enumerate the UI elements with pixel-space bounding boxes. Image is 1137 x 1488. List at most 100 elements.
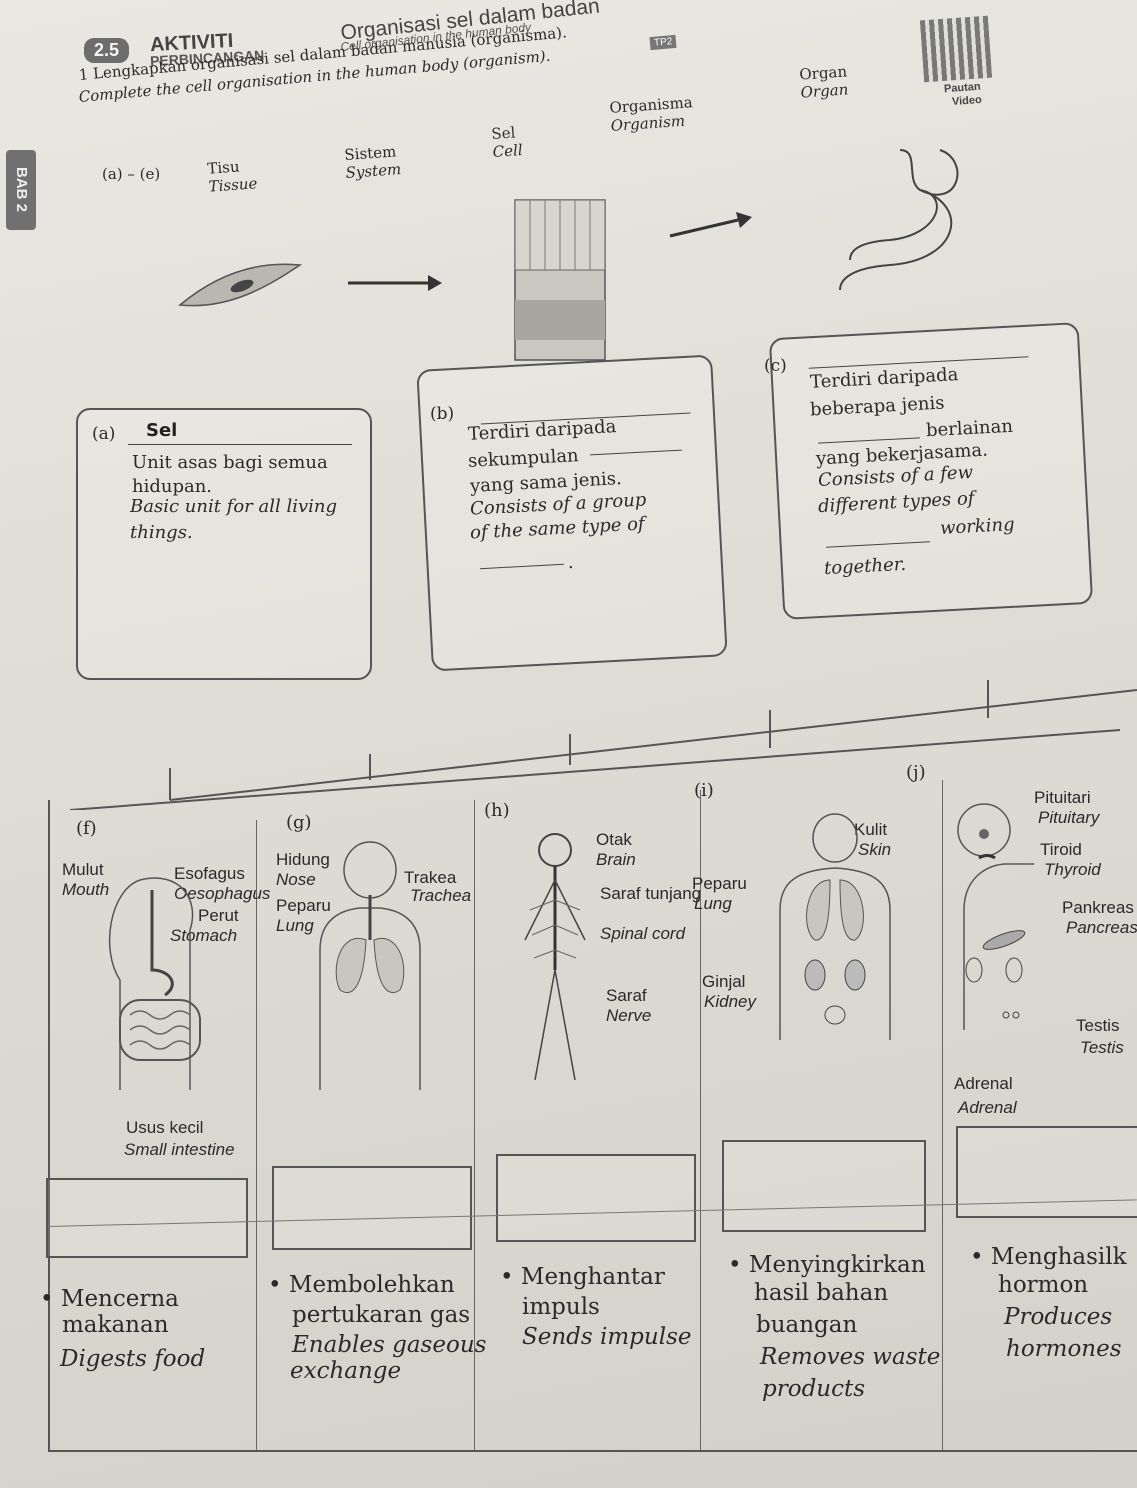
function-g-en2: exchange <box>290 1358 402 1384</box>
endocrine-system-illustration <box>957 803 1034 1030</box>
box-c-en-line3: working <box>939 514 1016 539</box>
excretory-system-illustration <box>779 813 891 1040</box>
column-divider <box>942 780 943 1450</box>
function-h: • Menghantar impuls Sends impulse <box>500 1264 692 1350</box>
part-brain-ms: Otak <box>596 830 632 849</box>
word-bank-organ: Organ Organ <box>799 62 849 101</box>
word-en: Organ <box>800 80 849 102</box>
part-mouth-en: Mouth <box>62 880 110 899</box>
box-a-en-line1: Basic unit for all living <box>130 496 337 517</box>
part-pancreas-ms: Pankreas <box>1062 898 1134 917</box>
part-small-intestine-en: Small intestine <box>124 1140 235 1159</box>
stomach-organ-illustration <box>839 149 959 291</box>
function-j-en2: hormones <box>1006 1336 1122 1362</box>
part-nose-ms: Hidung <box>276 850 330 869</box>
answer-box-h[interactable] <box>496 1154 696 1242</box>
part-spinal-cord-ms: Saraf tunjang <box>600 884 702 903</box>
part-brain-en: Brain <box>596 850 636 869</box>
word-bank-organisma: Organisma Organism <box>609 93 695 135</box>
organisation-illustrations <box>178 149 959 361</box>
part-trachea-en: Trachea <box>410 886 472 905</box>
function-h-en1: Sends impulse <box>522 1324 692 1350</box>
part-kidney-en: Kidney <box>704 992 756 1011</box>
tissue-block-illustration <box>514 199 606 361</box>
part-adrenal-en: Adrenal <box>958 1098 1017 1117</box>
part-adrenal-ms: Adrenal <box>954 1074 1013 1093</box>
answer-box-j[interactable] <box>956 1126 1137 1218</box>
box-a-ms-line2: hidupan. <box>132 476 213 497</box>
part-kidney-ms: Ginjal <box>702 972 746 991</box>
part-mouth-ms: Mulut <box>62 860 104 879</box>
function-j-ms1: • Menghasilk <box>970 1244 1127 1270</box>
part-oesophagus-ms: Esofagus <box>174 864 245 883</box>
part-lung-g-en: Lung <box>276 916 314 935</box>
part-testis-en: Testis <box>1080 1038 1124 1057</box>
answer-box-i[interactable] <box>722 1140 926 1232</box>
part-nerve-en: Nerve <box>606 1006 652 1025</box>
function-g-ms2: pertukaran gas <box>292 1302 471 1328</box>
part-testis-ms: Testis <box>1076 1016 1120 1035</box>
column-divider <box>474 800 475 1450</box>
function-g: • Membolehkan pertukaran gas Enables gas… <box>268 1272 486 1384</box>
answer-box-f[interactable] <box>46 1178 248 1258</box>
system-h-label: (h) <box>484 800 510 821</box>
function-h-ms2: impuls <box>522 1294 600 1320</box>
answer-range-label: (a) – (e) <box>102 165 161 183</box>
system-j-label: (j) <box>906 762 926 783</box>
part-lung-i-ms: Peparu <box>692 874 747 893</box>
box-c-label: (c) <box>764 356 787 376</box>
box-a-handwritten-answer: Sel <box>146 420 178 441</box>
function-g-ms1: • Membolehkan <box>268 1272 455 1298</box>
function-f-ms2: makanan <box>62 1312 169 1338</box>
function-f-en1: Digests food <box>60 1346 206 1372</box>
column-divider <box>256 820 257 1450</box>
box-a-en-line2: things. <box>130 522 193 543</box>
part-stomach-en: Stomach <box>170 926 238 945</box>
function-f: • Mencerna makanan Digests food <box>40 1286 205 1372</box>
function-i-ms2: hasil bahan <box>754 1280 889 1306</box>
qr-code[interactable] <box>919 15 993 83</box>
part-thyroid-ms: Tiroid <box>1040 840 1082 859</box>
part-trachea-ms: Trakea <box>404 868 457 887</box>
part-nose-en: Nose <box>276 870 316 889</box>
box-a-ms-line1: Unit asas bagi semua <box>132 452 328 473</box>
system-f-label: (f) <box>76 818 97 839</box>
part-small-intestine-ms: Usus kecil <box>126 1118 204 1137</box>
systems-panel <box>48 800 1137 1452</box>
system-bracket-lines <box>69 680 1137 810</box>
chapter-side-tab: BAB 2 <box>6 150 36 230</box>
nervous-system-illustration <box>524 833 586 1081</box>
function-i-en2: products <box>762 1376 866 1402</box>
answer-box-g[interactable] <box>272 1166 472 1250</box>
box-a-answer-field[interactable]: Sel <box>128 420 352 445</box>
system-g-label: (g) <box>286 812 312 833</box>
part-pituitary-ms: Pituitari <box>1034 788 1091 807</box>
video-link-label-en: Video <box>951 93 983 109</box>
function-h-ms1: • Menghantar <box>500 1264 665 1290</box>
system-i-label: (i) <box>694 780 714 801</box>
function-f-ms1: • Mencerna <box>40 1286 179 1312</box>
box-b-en-line3: . <box>568 552 574 573</box>
part-spinal-cord-en: Spinal cord <box>600 924 686 943</box>
box-a-label: (a) <box>92 424 116 444</box>
video-link-label-ms: Pautan <box>943 80 982 96</box>
part-lung-g-ms: Peparu <box>276 896 331 915</box>
part-thyroid-en: Thyroid <box>1044 860 1101 879</box>
function-i-en1: Removes waste <box>760 1344 941 1370</box>
part-lung-i-en: Lung <box>694 894 732 913</box>
part-nerve-ms: Saraf <box>606 986 647 1005</box>
answer-box-a <box>76 408 372 680</box>
part-skin-ms: Kulit <box>854 820 888 839</box>
part-skin-en: Skin <box>858 840 892 859</box>
function-j-en1: Produces <box>1004 1304 1113 1330</box>
part-oesophagus-en: Oesophagus <box>174 884 271 903</box>
function-j: • Menghasilk hormon Produces hormones <box>970 1244 1137 1362</box>
part-pancreas-en: Pancreas <box>1066 918 1137 937</box>
column-divider <box>700 790 701 1450</box>
box-c-en-line4: together. <box>823 553 907 580</box>
function-g-en1: Enables gaseous <box>292 1332 487 1358</box>
digestive-system-illustration <box>108 877 201 1090</box>
function-i-ms3: buangan <box>756 1312 858 1338</box>
function-j-ms2: hormon <box>998 1272 1089 1298</box>
